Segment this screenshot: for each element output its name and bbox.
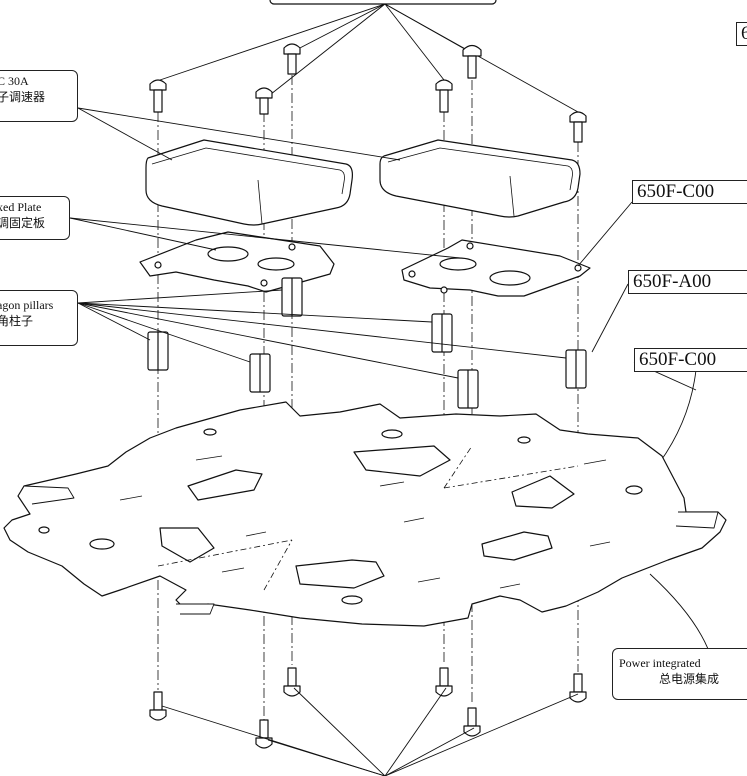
esc-callout: C 30A 子调速器 [0,70,78,122]
hex-pillar-5 [457,369,479,409]
bottom-screw-6 [569,673,587,703]
bottom-screw-2 [283,667,301,697]
hex-pillar-6 [565,349,587,389]
fixed-plate-label-en: xed Plate [0,200,42,214]
bottom-leader-lines [161,687,579,776]
plate-leader-lines [69,217,461,259]
hex-pillar-1 [147,331,169,371]
top-screw-1 [149,79,167,113]
bottom-screw-4 [435,667,453,697]
bottom-screw-5 [463,707,481,737]
top-screw-5 [462,44,482,79]
hex-pillar-4 [431,313,453,353]
part-number-a: 650F-C00 [632,180,747,204]
fixed-plate-callout: xed Plate 调固定板 [0,196,70,240]
esc-right [379,139,581,218]
top-screw-3 [255,87,273,115]
fixed-plate-left [139,231,335,293]
fixed-plate-label-cn: 调固定板 [0,216,46,230]
power-label-cn: 总电源集成 [659,672,720,686]
hexagon-pillar-label-cn: 角柱子 [0,314,34,328]
top-screw-2 [283,43,301,75]
top-leader-lines [159,3,579,113]
pillar-leader-lines [77,289,567,379]
esc-leader-lines [77,107,401,161]
top-callout-box [269,0,497,5]
power-callout: Power integrated 总电源集成 [612,648,747,700]
part-number-top-right: 6 [736,22,747,46]
esc-label-cn: 子调速器 [0,90,46,104]
bottom-screw-1 [149,691,167,721]
hexagon-pillar-callout: agon pillars 角柱子 [0,290,78,346]
esc-left [145,139,353,226]
bottom-screw-3 [255,719,273,749]
esc-label-en: C 30A [0,74,29,88]
part-number-b: 650F-A00 [628,270,747,294]
main-frame-plate [3,401,727,627]
top-screw-6 [569,111,587,143]
top-screw-4 [435,79,453,113]
fixed-plate-right [401,239,591,297]
hex-pillar-3 [249,353,271,393]
hexagon-pillar-label-en: agon pillars [0,298,54,312]
power-label-en: Power integrated [619,656,701,670]
hex-pillar-2 [281,277,303,317]
part-number-c: 650F-C00 [634,348,747,372]
